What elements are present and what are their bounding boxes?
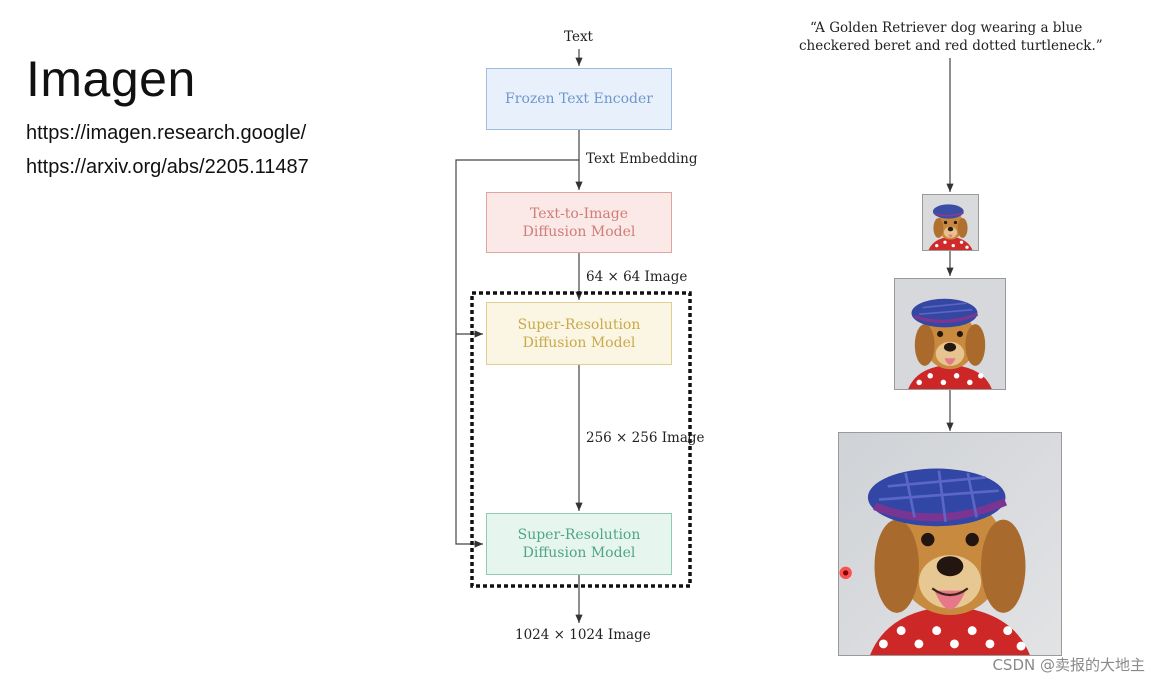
super-resolution-dotted-frame [470,291,692,588]
box-line: Frozen Text Encoder [505,91,653,107]
image-64-label: 64 × 64 Image [586,269,688,285]
paper-link[interactable]: https://arxiv.org/abs/2205.11487 [26,156,309,178]
frozen-text-encoder-box: Frozen Text Encoder [486,68,672,130]
watermark: CSDN @卖报的大地主 [992,656,1145,674]
project-link[interactable]: https://imagen.research.google/ [26,122,307,144]
dog-illustration [839,433,1061,655]
box-line: Super-Resolution [517,316,641,333]
dog-illustration [923,195,978,250]
generated-image-256 [894,278,1006,390]
dog-illustration [895,279,1005,389]
box-line: Text-to-Image [530,205,628,222]
box-line: Diffusion Model [522,545,636,561]
embedding-loop-line [455,159,579,548]
prompt-line-2: checkered beret and red dotted turtlenec… [799,38,1103,54]
box-line: Super-Resolution [517,527,641,543]
box-line: Diffusion Model [522,334,636,351]
image-1024-label: 1024 × 1024 Image [515,627,651,643]
input-text-label: Text [564,29,593,45]
generated-image-64 [922,194,979,251]
prompt-line-1: “A Golden Retriever dog wearing a blue [810,20,1083,36]
slide-title: Imagen [26,51,196,107]
generated-image-1024 [838,432,1062,656]
image-256-label: 256 × 256 Image [586,430,705,446]
text-embedding-label: Text Embedding [586,151,698,167]
box-line: Diffusion Model [522,223,636,240]
